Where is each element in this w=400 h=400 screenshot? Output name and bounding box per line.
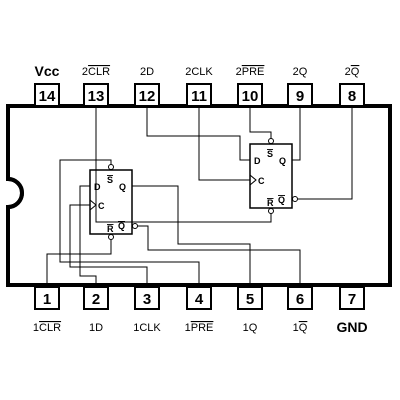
svg-text:5: 5 xyxy=(246,291,254,308)
pin-3: 3 xyxy=(134,286,160,310)
pin5-label: 1Q xyxy=(243,322,258,334)
svg-text:Q: Q xyxy=(278,195,285,205)
svg-text:R: R xyxy=(107,224,114,234)
pin-12: 12 xyxy=(134,83,160,107)
svg-text:14: 14 xyxy=(39,88,56,105)
svg-text:Q: Q xyxy=(119,182,126,192)
pin6-label: 1Q xyxy=(293,322,308,334)
pin1-label: 1CLR xyxy=(33,322,61,334)
pin12-label: 2D xyxy=(140,66,154,78)
pin-2: 2 xyxy=(83,286,109,310)
pin9-label: 2Q xyxy=(293,66,308,78)
flipflop-2: D S Q C Q R xyxy=(249,138,298,214)
svg-text:3: 3 xyxy=(143,291,151,308)
pin13-label: 2CLR xyxy=(82,66,110,78)
pin-6: 6 xyxy=(287,286,313,310)
pin-11: 11 xyxy=(186,83,212,107)
pin14-label: Vcc xyxy=(35,63,60,79)
pin-5: 5 xyxy=(237,286,263,310)
svg-text:9: 9 xyxy=(296,88,304,105)
wiring xyxy=(46,106,353,287)
svg-text:7: 7 xyxy=(348,291,356,308)
pin2-label: 1D xyxy=(89,322,103,334)
svg-text:11: 11 xyxy=(191,88,207,105)
pin-14: 14 xyxy=(34,83,60,107)
pin-8: 8 xyxy=(339,83,365,107)
svg-text:C: C xyxy=(98,201,105,211)
pin-10: 10 xyxy=(237,83,263,107)
flipflop-1: D S Q C Q R xyxy=(89,164,138,240)
pin7-label: GND xyxy=(336,319,367,335)
pin4-label: 1PRE xyxy=(185,322,214,334)
svg-text:6: 6 xyxy=(296,291,304,308)
pin11-label: 2CLK xyxy=(185,66,213,78)
pin-7: 7 xyxy=(339,286,365,310)
svg-text:D: D xyxy=(94,182,101,192)
pin-13: 13 xyxy=(83,83,109,107)
svg-text:S: S xyxy=(267,149,273,159)
svg-text:R: R xyxy=(267,198,274,208)
svg-text:12: 12 xyxy=(139,88,156,105)
svg-text:2: 2 xyxy=(92,291,100,308)
svg-text:4: 4 xyxy=(195,291,204,308)
svg-text:Q: Q xyxy=(118,221,125,231)
pin10-label: 2PRE xyxy=(236,66,265,78)
pin8-label: 2Q xyxy=(345,66,360,78)
svg-text:S: S xyxy=(107,175,113,185)
pin-9: 9 xyxy=(287,83,313,107)
pin-4: 4 xyxy=(186,286,212,310)
svg-text:C: C xyxy=(258,176,265,186)
svg-text:1: 1 xyxy=(43,291,51,308)
svg-text:10: 10 xyxy=(242,88,259,105)
pin3-label: 1CLK xyxy=(133,322,161,334)
pin-1: 1 xyxy=(34,286,60,310)
ic-notch xyxy=(7,177,24,209)
svg-text:D: D xyxy=(254,156,261,166)
svg-text:Q: Q xyxy=(279,156,286,166)
svg-text:8: 8 xyxy=(348,88,356,105)
svg-text:13: 13 xyxy=(88,88,105,105)
